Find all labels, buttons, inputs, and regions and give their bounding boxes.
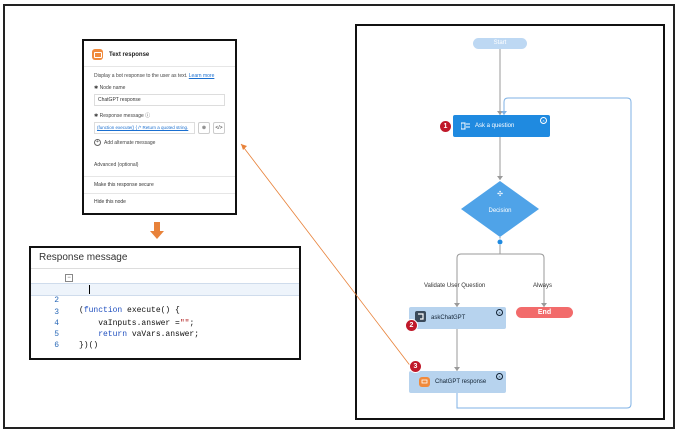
response-message-label: ✱ Response message ⓘ (94, 113, 151, 119)
secure-response-toggle[interactable]: Make this response secure (84, 176, 235, 193)
arrowhead (454, 303, 460, 307)
arrowhead (541, 303, 547, 307)
close-icon[interactable]: × (540, 117, 547, 124)
ask-question-node[interactable]: Ask a question × (453, 115, 550, 137)
clear-button[interactable]: ⊗ (198, 122, 210, 134)
decision-node[interactable] (461, 181, 539, 237)
line-number: 2 (54, 296, 59, 305)
loop-connector (456, 97, 632, 409)
start-node[interactable]: Start (473, 38, 527, 49)
decision-icon: ✣ (497, 190, 503, 198)
arrowhead (497, 111, 503, 115)
code-text: vaInputs.answer =""; (79, 319, 195, 328)
annotation-arrowhead (241, 144, 247, 150)
chatgpt-response-icon (419, 377, 430, 387)
branch-label-right: Always (533, 283, 553, 289)
code-line: 3 vaInputs.answer =""; (31, 296, 299, 328)
decision-label: Decision (488, 208, 511, 214)
add-alternate-label: Add alternate message (104, 139, 156, 146)
response-message-label-text: Response message (99, 113, 144, 119)
line-number: 5 (54, 330, 59, 339)
node-config-panel: Text response Display a bot response to … (82, 39, 237, 215)
code-text: return vaVars.answer; (98, 330, 200, 339)
add-alternate-message-button[interactable]: + Add alternate message (94, 139, 225, 146)
step-badge-2: 2 (405, 319, 418, 332)
node-panel-description: Display a bot response to the user as te… (94, 73, 225, 79)
line-number: 6 (54, 341, 59, 350)
code-text: (function execute() { (79, 306, 180, 315)
end-node[interactable]: End (516, 307, 573, 318)
code-text: })() (79, 341, 99, 350)
text-cursor (89, 285, 90, 294)
chatgpt-response-label: ChatGPT response (435, 379, 487, 385)
fold-icon[interactable]: − (65, 274, 73, 282)
branch-label-left: Validate User Question (424, 283, 486, 289)
plus-icon: + (94, 139, 101, 146)
arrowhead (501, 111, 507, 115)
code-panel-title: Response message (31, 248, 299, 269)
close-icon[interactable]: × (496, 309, 503, 316)
hide-node-toggle[interactable]: Hide this node (84, 193, 235, 210)
annotation-arrow (240, 143, 416, 373)
chatgpt-response-node[interactable]: ChatGPT response × (409, 371, 506, 393)
branch-point[interactable] (496, 238, 504, 246)
code-line-active: 2 (31, 283, 299, 305)
response-message-panel: Response message 1 − (function execute()… (29, 246, 301, 360)
arrowhead (454, 367, 460, 371)
learn-more-link[interactable]: Learn more (188, 73, 215, 79)
line-number: 3 (54, 308, 59, 317)
ask-question-label: Ask a question (475, 123, 515, 129)
close-icon[interactable]: × (496, 373, 503, 380)
connector-line (456, 245, 501, 307)
code-line: 6 (31, 329, 299, 350)
step-badge-1: 1 (439, 120, 452, 133)
advanced-section[interactable]: Advanced (optional) (94, 162, 139, 168)
connector-line (499, 245, 545, 307)
description-text: Display a bot response to the user as te… (94, 73, 188, 79)
askchatgpt-label: askChatGPT (431, 315, 466, 321)
step-badge-3: 3 (409, 360, 422, 373)
ask-question-icon (461, 122, 470, 130)
askchatgpt-node[interactable]: askChatGPT × (409, 307, 506, 329)
node-name-label: ✱ Node name (94, 85, 126, 91)
code-editor-icon[interactable]: </> (213, 122, 225, 134)
text-response-icon (92, 49, 103, 60)
askchatgpt-icon (415, 311, 426, 322)
node-panel-title: Text response (109, 51, 150, 58)
node-name-label-text: Node name (99, 85, 126, 91)
code-line: 5 })() (31, 318, 299, 350)
node-panel-header: Text response (84, 41, 235, 67)
code-editor[interactable]: 1 − (function execute() { 2 3 vaInputs.a… (31, 269, 299, 350)
line-number: 4 (54, 319, 59, 328)
code-line: 4 return vaVars.answer; (31, 307, 299, 339)
node-name-input[interactable]: ChatGPT response (94, 94, 225, 106)
arrowhead (497, 176, 503, 180)
down-arrow-icon (150, 222, 164, 239)
response-message-input[interactable]: (function execute() { /* Return a quoted… (94, 122, 195, 134)
